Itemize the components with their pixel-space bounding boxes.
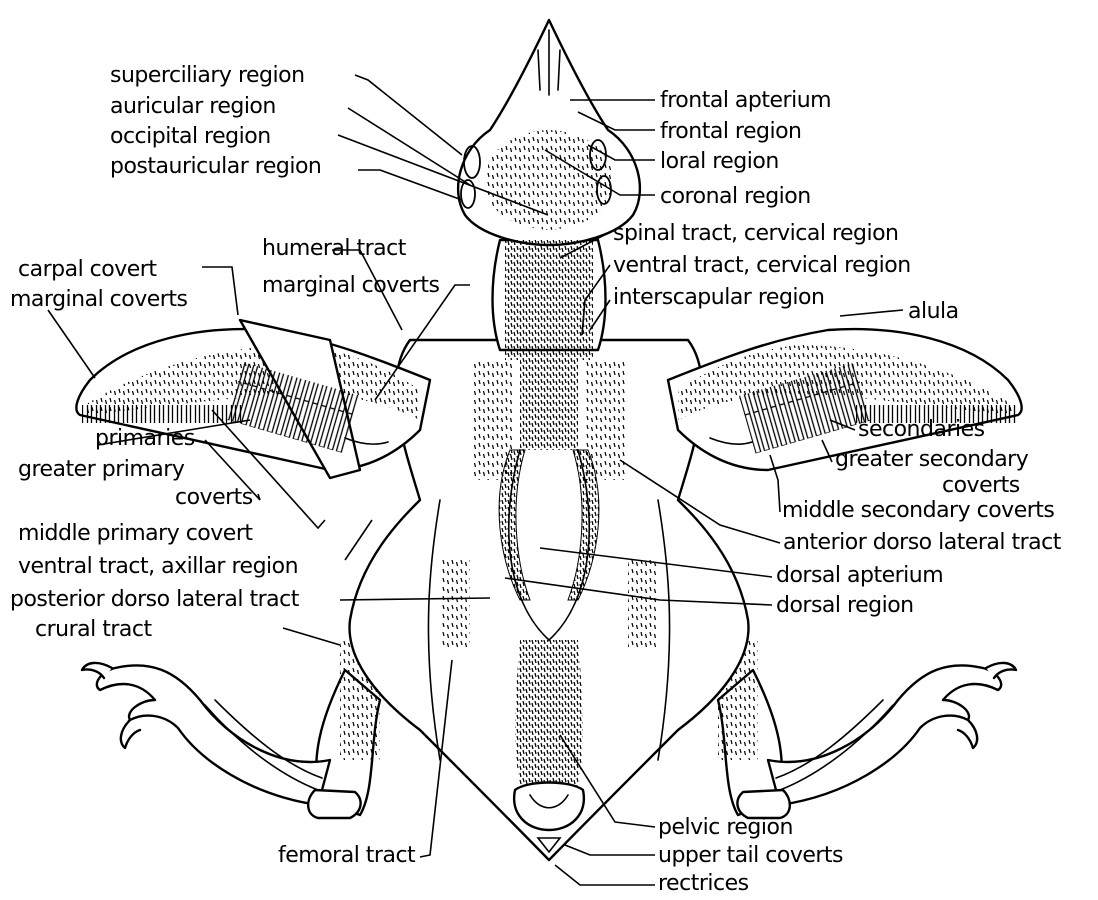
left-wing (76, 320, 430, 478)
label-alula: alula (908, 299, 959, 324)
label-secondaries: secondaries (858, 417, 985, 442)
label-ventral-tract-axillar: ventral tract, axillar region (18, 554, 298, 579)
label-interscapular-region: interscapular region (613, 285, 824, 310)
label-greater-secondary: greater secondary (835, 447, 1029, 472)
label-middle-primary-covert: middle primary covert (18, 521, 253, 546)
label-superciliary-region: superciliary region (110, 63, 305, 88)
left-leg (82, 640, 380, 818)
label-marginal-coverts-right: marginal coverts (262, 273, 439, 298)
label-spinal-tract: spinal tract, cervical region (613, 221, 899, 246)
label-humeral-tract: humeral tract (262, 236, 407, 261)
label-frontal-region: frontal region (660, 119, 802, 144)
label-postauricular-region: postauricular region (110, 154, 321, 179)
label-frontal-apterium: frontal apterium (660, 88, 831, 113)
label-upper-tail-coverts: upper tail coverts (658, 843, 843, 868)
label-auricular-region: auricular region (110, 94, 276, 119)
label-greater-primary: greater primary (18, 457, 185, 482)
label-dorsal-region: dorsal region (776, 593, 914, 618)
label-posterior-dorso-lateral: posterior dorso lateral tract (10, 587, 300, 612)
label-greater-primary-coverts: coverts (175, 485, 253, 510)
right-leg (718, 640, 1016, 818)
label-primaries: primaries (95, 426, 195, 451)
label-coronal-region: coronal region (660, 184, 811, 209)
label-greater-secondary-coverts: coverts (942, 473, 1020, 498)
label-middle-secondary-coverts: middle secondary coverts (782, 498, 1054, 523)
label-rectrices: rectrices (658, 871, 749, 896)
label-loral-region: loral region (660, 149, 779, 174)
label-occipital-region: occipital region (110, 124, 271, 149)
label-crural-tract: crural tract (35, 617, 152, 642)
label-marginal-coverts-left: marginal coverts (10, 287, 187, 312)
label-anterior-dorso-lateral: anterior dorso lateral tract (783, 530, 1062, 555)
label-carpal-covert: carpal covert (18, 257, 157, 282)
label-ventral-tract-cervical: ventral tract, cervical region (613, 253, 911, 278)
label-dorsal-apterium: dorsal apterium (776, 563, 943, 588)
label-femoral-tract: femoral tract (278, 843, 416, 868)
label-pelvic-region: pelvic region (658, 815, 793, 840)
